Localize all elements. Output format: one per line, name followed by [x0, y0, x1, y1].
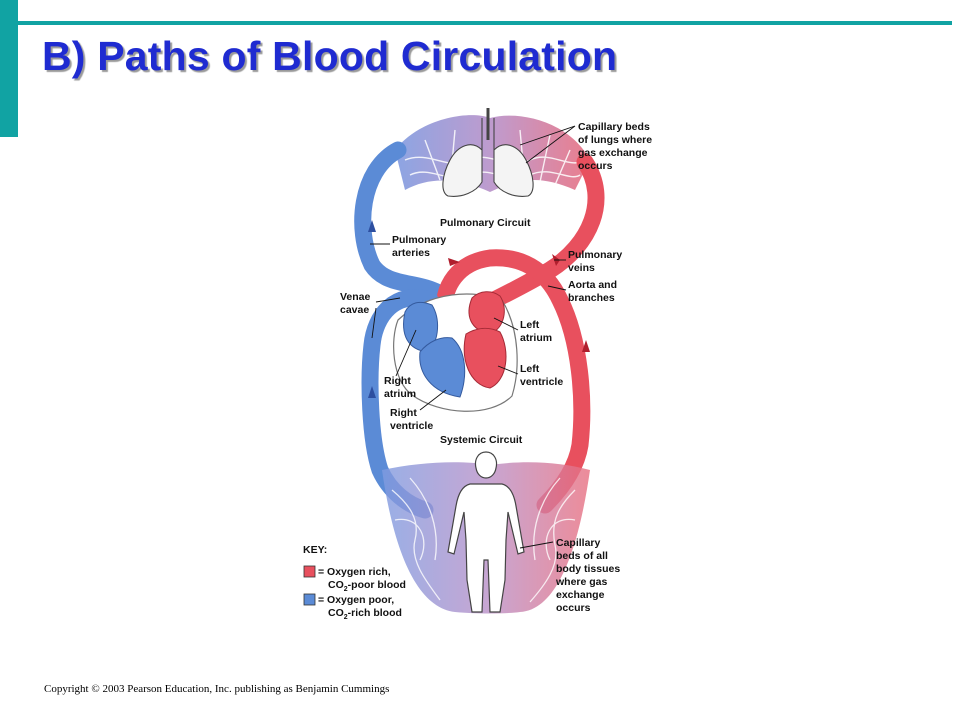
svg-text:ventricle: ventricle [390, 420, 433, 432]
aorta-vessel [435, 249, 591, 514]
svg-text:atrium: atrium [520, 332, 552, 344]
svg-text:CO2-rich blood: CO2-rich blood [328, 607, 402, 621]
capillary-lungs-label: Capillary beds of lungs where gas exchan… [578, 121, 652, 172]
pulmonary-circuit-label: Pulmonary Circuit [440, 217, 531, 229]
svg-text:occurs: occurs [556, 602, 591, 614]
svg-text:exchange: exchange [556, 589, 605, 601]
left-atrium-label: Left atrium [520, 319, 552, 344]
capillary-body-label: Capillary beds of all body tissues where… [555, 537, 620, 614]
pulmonary-arteries-label: Pulmonary arteries [392, 234, 446, 259]
svg-text:Pulmonary: Pulmonary [568, 249, 622, 261]
key-title: KEY: [303, 544, 327, 556]
flow-arrows [368, 220, 590, 398]
slide-title: B) Paths of Blood Circulation [42, 33, 618, 79]
svg-text:= Oxygen poor,: = Oxygen poor, [318, 594, 394, 606]
svg-text:= Oxygen rich,: = Oxygen rich, [318, 566, 391, 578]
svg-text:Capillary beds: Capillary beds [578, 121, 650, 133]
pulmonary-veins-label: Pulmonary veins [568, 249, 622, 274]
venae-cavae-label: Venae cavae [340, 291, 371, 316]
left-ventricle-label: Left ventricle [520, 363, 563, 388]
svg-text:Left: Left [520, 363, 540, 375]
lung-capillary-bed [395, 115, 590, 192]
right-heart [403, 301, 466, 398]
svg-text:Pulmonary: Pulmonary [392, 234, 446, 246]
svg-text:Aorta and: Aorta and [568, 279, 617, 291]
svg-text:CO2-poor blood: CO2-poor blood [328, 579, 406, 593]
svg-text:cavae: cavae [340, 304, 369, 316]
oxygen-poor-swatch [303, 593, 316, 606]
svg-text:beds of all: beds of all [556, 550, 608, 562]
left-heart [463, 291, 507, 389]
accent-bar [0, 0, 18, 137]
accent-line [18, 21, 952, 25]
right-ventricle-label: Right ventricle [390, 407, 433, 432]
svg-text:where gas: where gas [555, 576, 608, 588]
svg-text:branches: branches [568, 292, 615, 304]
svg-text:Right: Right [390, 407, 417, 419]
svg-text:body tissues: body tissues [556, 563, 620, 575]
svg-text:Capillary: Capillary [556, 537, 601, 549]
svg-text:atrium: atrium [384, 388, 416, 400]
systemic-circuit-label: Systemic Circuit [440, 434, 523, 446]
svg-text:arteries: arteries [392, 247, 430, 259]
lungs [442, 108, 534, 197]
svg-text:veins: veins [568, 262, 595, 274]
right-atrium-label: Right atrium [384, 375, 416, 400]
svg-text:gas exchange: gas exchange [578, 147, 648, 159]
svg-text:of lungs where: of lungs where [578, 134, 652, 146]
copyright-notice: Copyright © 2003 Pearson Education, Inc.… [44, 683, 390, 695]
svg-text:Venae: Venae [340, 291, 371, 303]
color-key: KEY: = Oxygen rich, CO2-poor blood = Oxy… [303, 544, 406, 621]
svg-text:ventricle: ventricle [520, 376, 563, 388]
human-figure [447, 451, 525, 613]
svg-text:occurs: occurs [578, 160, 613, 172]
oxygen-rich-swatch [303, 565, 316, 578]
svg-text:Right: Right [384, 375, 411, 387]
aorta-label: Aorta and branches [568, 279, 617, 304]
svg-text:Left: Left [520, 319, 540, 331]
